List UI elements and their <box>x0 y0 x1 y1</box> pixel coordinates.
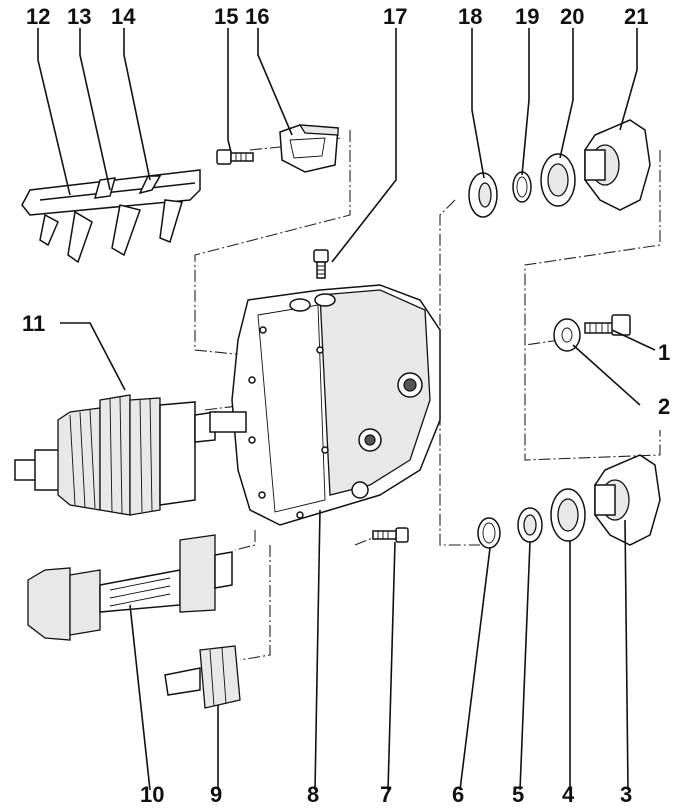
label-16: 16 <box>245 4 269 29</box>
label-12: 12 <box>26 4 50 29</box>
label-10: 10 <box>140 782 164 807</box>
label-9: 9 <box>210 782 222 807</box>
shift-forks <box>21 169 201 264</box>
label-11: 11 <box>22 311 45 336</box>
gearbox-housing <box>231 284 441 526</box>
main-shaft <box>14 394 247 516</box>
bolt-15 <box>216 149 254 165</box>
label-20: 20 <box>560 4 584 29</box>
label-4: 4 <box>562 782 575 807</box>
label-8: 8 <box>307 782 319 807</box>
bolt-7 <box>372 527 409 543</box>
label-3: 3 <box>620 782 632 807</box>
label-5: 5 <box>512 782 524 807</box>
assembly-lines <box>194 130 661 661</box>
bolt-and-washer <box>553 314 631 352</box>
label-14: 14 <box>111 4 136 29</box>
label-21: 21 <box>624 4 648 29</box>
leader-lines <box>37 28 656 791</box>
screw-17 <box>313 249 329 279</box>
label-18: 18 <box>458 4 482 29</box>
label-2: 2 <box>658 394 670 419</box>
label-6: 6 <box>452 782 464 807</box>
part-labels: 12 13 14 15 16 17 18 19 20 21 11 1 2 10 … <box>22 4 670 807</box>
label-15: 15 <box>214 4 238 29</box>
label-1: 1 <box>658 340 670 365</box>
counter-shaft <box>27 534 233 641</box>
label-19: 19 <box>515 4 539 29</box>
upper-bearing-set <box>468 119 651 218</box>
reverse-gear <box>164 645 241 709</box>
label-13: 13 <box>67 4 91 29</box>
lower-bearing-set <box>477 454 661 549</box>
bracket-16 <box>279 124 339 173</box>
label-7: 7 <box>380 782 392 807</box>
label-17: 17 <box>383 4 407 29</box>
